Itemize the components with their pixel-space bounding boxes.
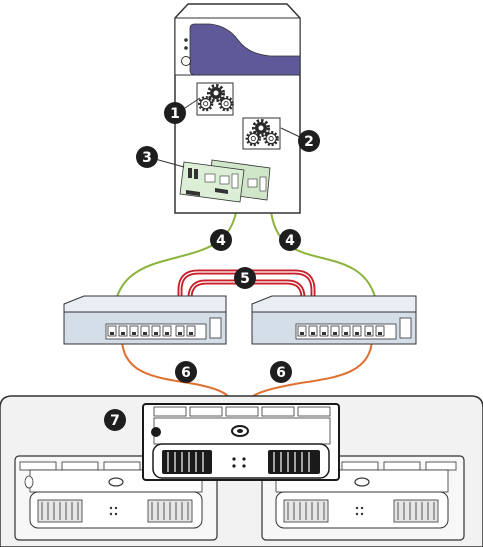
- callout-1: 1: [164, 97, 201, 124]
- callout-6-left: 6: [175, 361, 197, 383]
- network-switch-left: [63, 295, 227, 345]
- storage-status-indicator: [151, 427, 161, 437]
- callout-7: 7: [104, 409, 126, 431]
- callout-label: 4: [216, 233, 226, 249]
- callout-label: 7: [110, 413, 120, 429]
- callout-5: 5: [234, 267, 256, 289]
- software-component-1: [196, 82, 234, 116]
- server-tower: [174, 3, 301, 214]
- storage-array-center: [142, 403, 340, 481]
- callout-6-right: 6: [270, 361, 292, 383]
- callout-3: 3: [136, 146, 185, 168]
- server-led-2: [184, 46, 188, 50]
- server-led-1: [184, 38, 188, 42]
- callout-label: 6: [181, 365, 191, 381]
- callout-label: 6: [276, 365, 286, 381]
- server-color-band: [189, 23, 301, 76]
- software-component-2: [242, 117, 281, 150]
- callout-label: 2: [304, 134, 314, 150]
- callout-label: 3: [142, 150, 152, 166]
- host-adapter-cards: [179, 159, 271, 203]
- callout-label: 4: [285, 233, 295, 249]
- server-power-button: [181, 56, 191, 66]
- network-switch-right: [251, 295, 417, 345]
- callout-label: 1: [170, 106, 180, 122]
- callout-4-right: 4: [279, 229, 301, 251]
- callout-label: 5: [240, 271, 250, 287]
- callout-2: 2: [280, 127, 320, 152]
- callout-4-left: 4: [210, 229, 232, 251]
